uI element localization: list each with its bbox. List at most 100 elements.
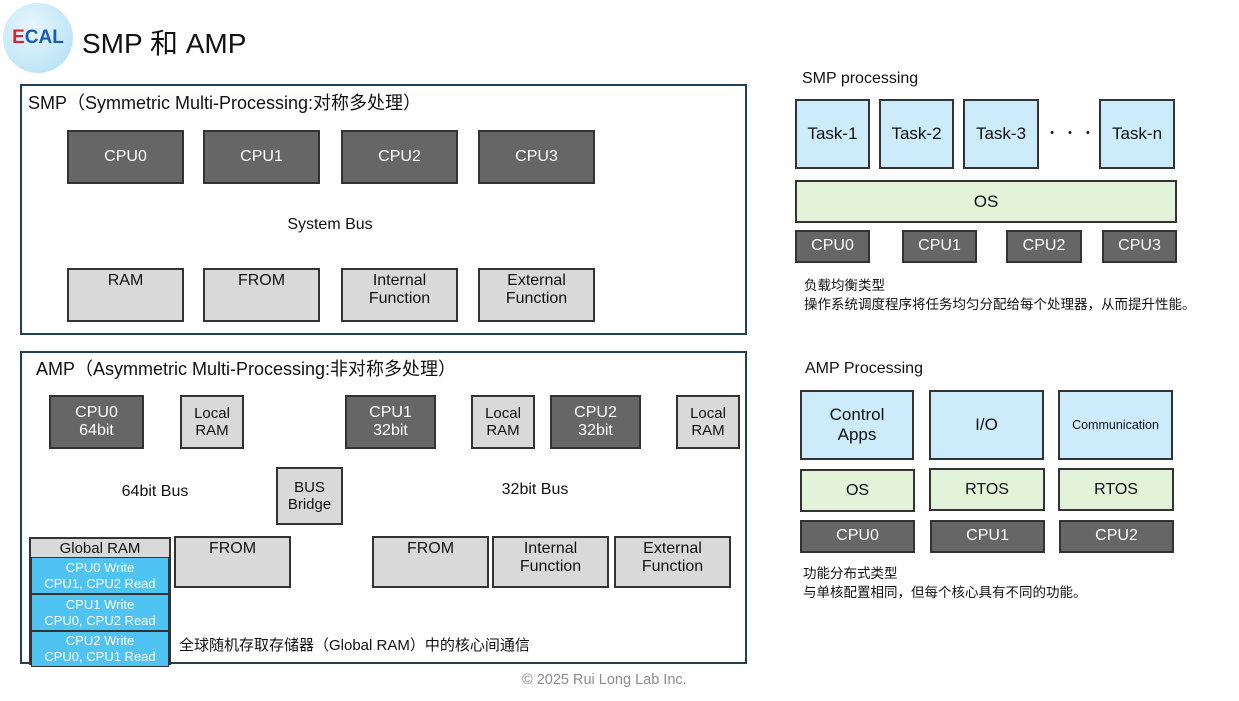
- system-bus-label: System Bus: [287, 216, 373, 233]
- control-apps-label-2: Apps: [837, 425, 877, 444]
- smp-os-box: OS: [795, 180, 1177, 223]
- amp-proc-cpu1: CPU1: [930, 520, 1045, 553]
- io-label: I/O: [975, 414, 998, 434]
- local-ram-1-label-1: Local: [485, 404, 521, 422]
- task-n-label: Task-n: [1111, 123, 1163, 143]
- amp-os-label: OS: [845, 481, 870, 499]
- global-ram-caption: 全球随机存取存储器（Global RAM）中的核心间通信: [179, 637, 530, 654]
- task-3-label: Task-3: [975, 123, 1027, 143]
- smp-note-desc: 操作系统调度程序将任务均匀分配给每个处理器，从而提升性能。: [804, 297, 1196, 312]
- task-1-label: Task-1: [807, 123, 858, 143]
- amp-from-32-label: FROM: [406, 540, 455, 557]
- amp-from-32-box: FROM: [372, 536, 489, 588]
- control-apps-label-1: Control: [829, 404, 885, 424]
- amp-internal-label-2: Function: [519, 558, 582, 576]
- io-box: I/O: [929, 390, 1044, 460]
- smp-ram-box: RAM: [67, 268, 184, 322]
- amp-proc-cpu2: CPU2: [1059, 520, 1174, 553]
- ram-row-1-line-2: CPU0, CPU2 Read: [44, 612, 156, 628]
- task-ellipsis: ・ ・ ・: [1045, 125, 1095, 141]
- smp-from-box: FROM: [203, 268, 320, 322]
- amp-cpu0-label-2: 64bit: [79, 422, 114, 439]
- amp-cpu1-label-1: CPU1: [369, 403, 412, 421]
- amp-cpu2-label-2: 32bit: [578, 422, 613, 439]
- smp-external-label-2: Function: [505, 290, 568, 308]
- smp-proc-cpu1: CPU1: [902, 230, 977, 263]
- amp-processing-title: AMP Processing: [805, 360, 923, 377]
- smp-proc-cpu2: CPU2: [1006, 230, 1082, 263]
- amp-rtos-2-label: RTOS: [1094, 480, 1138, 498]
- amp-proc-cpu2-label: CPU2: [1095, 527, 1138, 545]
- smp-from-label: FROM: [237, 272, 286, 289]
- smp-cpu2-label: CPU2: [378, 147, 421, 165]
- local-ram-2-label-1: Local: [690, 404, 726, 422]
- smp-internal-label-1: Internal: [372, 272, 427, 289]
- amp-cpu2-label-1: CPU2: [574, 403, 617, 421]
- communication-box: Communication: [1058, 390, 1173, 460]
- ram-row-2-line-1: CPU2 Write: [65, 633, 135, 648]
- bus-32bit-label: 32bit Bus: [501, 481, 569, 498]
- amp-proc-cpu0: CPU0: [800, 520, 915, 553]
- amp-panel-title: AMP（Asymmetric Multi-Processing:非对称多处理）: [36, 359, 457, 379]
- amp-cpu1-label-2: 32bit: [373, 422, 408, 439]
- local-ram-2-label-2: RAM: [691, 422, 725, 439]
- logo-letter-c: C: [24, 27, 39, 48]
- bus-64bit-label: 64bit Bus: [121, 483, 189, 500]
- amp-os-box: OS: [800, 469, 915, 512]
- smp-proc-cpu0: CPU0: [795, 230, 870, 263]
- amp-proc-cpu1-label: CPU1: [966, 527, 1009, 545]
- smp-proc-cpu2-label: CPU2: [1022, 237, 1066, 255]
- task-2-box: Task-2: [879, 99, 954, 169]
- ram-row-2-line-2: CPU0, CPU1 Read: [44, 649, 156, 664]
- task-1-box: Task-1: [795, 99, 870, 169]
- logo-letter-e: E: [12, 27, 25, 48]
- amp-rtos-1-label: RTOS: [965, 480, 1009, 498]
- local-ram-0-label-2: RAM: [195, 422, 229, 439]
- logo-letter-a: A: [38, 27, 53, 48]
- ram-row-1-line-1: CPU1 Write: [65, 596, 135, 612]
- task-n-box: Task-n: [1099, 99, 1175, 169]
- global-ram-label: Global RAM: [59, 540, 141, 557]
- smp-cpu1-label: CPU1: [240, 147, 283, 165]
- smp-cpu2-box: CPU2: [341, 130, 458, 184]
- ram-row-0-line-1: CPU0 Write: [65, 559, 135, 575]
- amp-rtos-1-box: RTOS: [929, 468, 1045, 511]
- smp-internal-label-2: Function: [368, 290, 431, 308]
- smp-ram-label: RAM: [107, 272, 144, 289]
- amp-note-desc: 与单核配置相同，但每个核心具有不同的功能。: [803, 585, 1087, 600]
- amp-cpu0-label-1: CPU0: [75, 403, 118, 421]
- smp-cpu0-box: CPU0: [67, 130, 184, 184]
- smp-external-label-1: External: [507, 272, 566, 289]
- smp-proc-cpu1-label: CPU1: [918, 237, 961, 255]
- smp-cpu0-label: CPU0: [104, 147, 147, 165]
- logo-letter-l: L: [52, 27, 64, 48]
- task-3-box: Task-3: [963, 99, 1039, 169]
- smp-note-type: 负载均衡类型: [804, 278, 885, 293]
- copyright-text: © 2025 Rui Long Lab Inc.: [522, 672, 687, 688]
- bus-bridge-label-1: BUS: [294, 478, 325, 496]
- communication-label: Communication: [1072, 417, 1159, 432]
- task-2-label: Task-2: [891, 123, 942, 143]
- smp-cpu1-box: CPU1: [203, 130, 320, 184]
- smp-os-label: OS: [973, 191, 999, 211]
- smp-proc-cpu3-label: CPU3: [1118, 237, 1161, 255]
- ram-row-0-line-2: CPU1, CPU2 Read: [44, 575, 156, 591]
- smp-cpu3-box: CPU3: [478, 130, 595, 184]
- local-ram-1-label-2: RAM: [486, 422, 520, 439]
- smp-proc-cpu0-label: CPU0: [811, 237, 854, 255]
- amp-internal-label-1: Internal: [523, 540, 578, 557]
